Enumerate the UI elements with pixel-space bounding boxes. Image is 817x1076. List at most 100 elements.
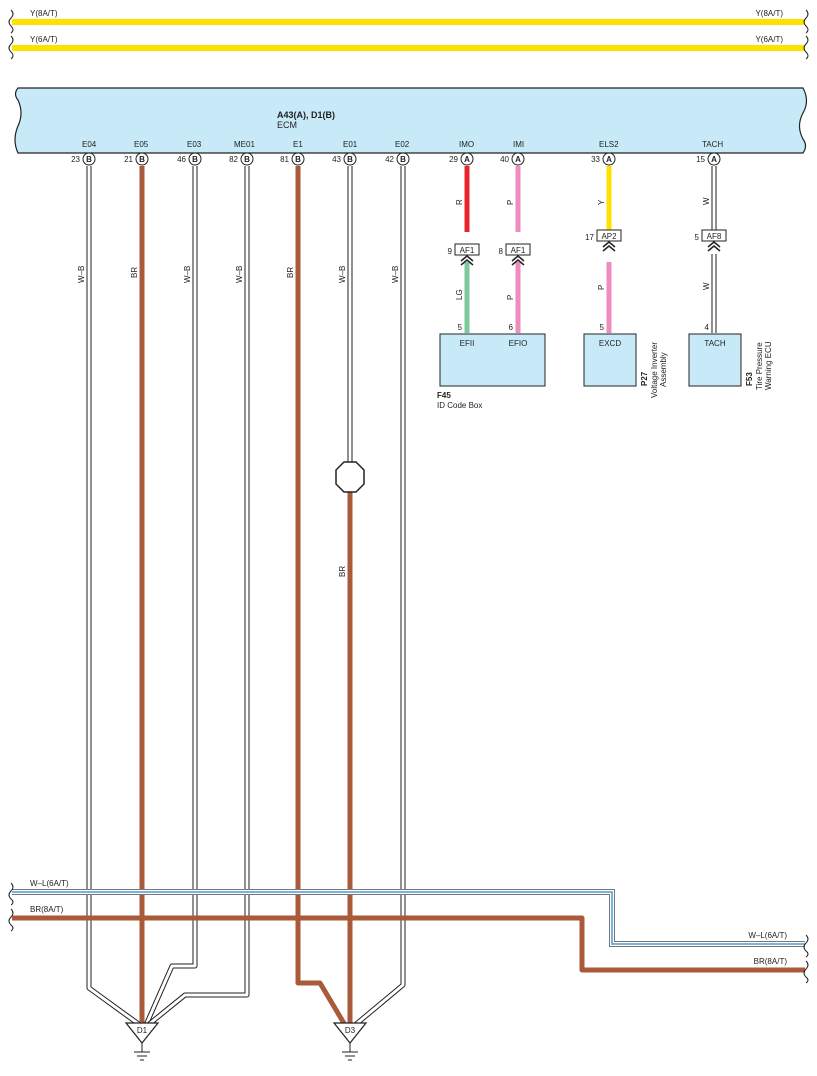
svg-text:ELS2: ELS2 <box>599 140 619 149</box>
svg-text:A: A <box>464 155 470 164</box>
svg-text:23: 23 <box>71 155 80 164</box>
ecm-subtitle: ECM <box>277 120 297 130</box>
svg-text:AF1: AF1 <box>511 246 526 255</box>
svg-text:AF8: AF8 <box>707 232 722 241</box>
brown-wires <box>139 166 353 1027</box>
wire-labels: W–B BR W–B W–B BR W–B W–B R P Y W LG P P… <box>77 197 711 577</box>
wire-label-splice: BR <box>338 566 347 577</box>
svg-text:E05: E05 <box>134 140 149 149</box>
ecm-pin-imo: IMO 29 A <box>449 140 474 166</box>
svg-text:A: A <box>515 155 521 164</box>
svg-text:EFIO: EFIO <box>509 339 528 348</box>
junction-af1-imo: 9 AF1 <box>448 243 480 266</box>
svg-text:B: B <box>347 155 353 164</box>
component-f45-name: ID Code Box <box>437 401 482 410</box>
ecm-pin-e04: E04 23 B <box>71 140 97 166</box>
svg-text:A: A <box>711 155 717 164</box>
wire-label-me01: W–B <box>235 266 244 283</box>
ecm-pin-e01: E01 43 B <box>332 140 358 166</box>
wire-label-tach: W <box>702 197 711 205</box>
ecm-pin-e03: E03 46 B <box>177 140 202 166</box>
junction-connectors: 9 AF1 8 AF1 17 AP2 5 AF8 <box>448 229 727 266</box>
component-p27-name-line2: Assembly <box>659 352 668 387</box>
ecm-pin-me01: ME01 82 B <box>229 140 255 166</box>
junction-af1-imi: 8 AF1 <box>499 243 531 266</box>
svg-text:33: 33 <box>591 155 600 164</box>
svg-text:IMO: IMO <box>459 140 474 149</box>
top-wire-2-left-label: Y(6A/T) <box>30 35 58 44</box>
wire-label-e1: BR <box>286 267 295 278</box>
svg-text:ME01: ME01 <box>234 140 255 149</box>
wire-label-excd: P <box>597 285 606 290</box>
svg-text:B: B <box>400 155 406 164</box>
svg-text:E04: E04 <box>82 140 97 149</box>
bottom-wire-br8at <box>8 908 809 984</box>
ecm-pin-imi: IMI 40 A <box>500 140 525 166</box>
svg-text:EFII: EFII <box>460 339 475 348</box>
svg-text:TACH: TACH <box>704 339 725 348</box>
bottom-wire-br-left-label: BR(8A/T) <box>30 905 64 914</box>
svg-text:E1: E1 <box>293 140 303 149</box>
ecm-pin-els2: ELS2 33 A <box>591 140 619 166</box>
ecm-pin-e05: E05 21 B <box>124 140 149 166</box>
wire-label-e03: W–B <box>183 266 192 283</box>
svg-text:B: B <box>86 155 92 164</box>
component-f53-name-line1: Tire Pressure <box>755 342 764 390</box>
svg-text:E01: E01 <box>343 140 358 149</box>
component-p27: 5 EXCD P27 Voltage Inverter Assembly <box>583 323 668 398</box>
component-f53: 4 TACH F53 Tire Pressure Warning ECU <box>688 323 773 390</box>
svg-text:21: 21 <box>124 155 133 164</box>
component-p27-name-line1: Voltage Inverter <box>650 342 659 398</box>
ground-d3: D3 <box>332 1022 368 1061</box>
svg-text:5: 5 <box>458 323 463 332</box>
svg-text:42: 42 <box>385 155 394 164</box>
ground-d1: D1 <box>124 1022 160 1061</box>
bottom-wire-wl-right-label: W–L(6A/T) <box>748 931 787 940</box>
svg-text:EXCD: EXCD <box>599 339 621 348</box>
svg-text:B: B <box>192 155 198 164</box>
svg-text:17: 17 <box>585 233 594 242</box>
wire-label-efio: P <box>506 295 515 300</box>
ecm-pin-e02: E02 42 B <box>385 140 410 166</box>
top-wire-y8at: Y(8A/T) Y(8A/T) <box>8 9 809 34</box>
svg-text:IMI: IMI <box>513 140 524 149</box>
svg-text:B: B <box>295 155 301 164</box>
junction-ap2-els2: 17 AP2 <box>585 229 622 252</box>
ecm-box: A43(A), D1(B) ECM <box>14 87 808 154</box>
bottom-wire-wl6at <box>8 882 809 958</box>
wire-label-tach-lower: W <box>702 282 711 290</box>
ecm-pin-e1: E1 81 B <box>280 140 305 166</box>
top-wire-1-right-label: Y(8A/T) <box>755 9 783 18</box>
svg-text:D3: D3 <box>345 1026 356 1035</box>
svg-text:15: 15 <box>696 155 705 164</box>
svg-text:29: 29 <box>449 155 458 164</box>
wire-label-imo: R <box>455 199 464 205</box>
top-wire-2-right-label: Y(6A/T) <box>755 35 783 44</box>
top-wire-y6at: Y(6A/T) Y(6A/T) <box>8 35 809 60</box>
junction-af8-tach: 5 AF8 <box>695 229 727 252</box>
svg-text:40: 40 <box>500 155 509 164</box>
signal-wires <box>464 166 612 333</box>
svg-text:A: A <box>606 155 612 164</box>
svg-text:5: 5 <box>695 233 700 242</box>
svg-text:81: 81 <box>280 155 289 164</box>
wire-label-efii: LG <box>455 289 464 300</box>
svg-text:AF1: AF1 <box>460 246 475 255</box>
ecm-terminals: E04 23 B E05 21 B E03 46 B ME01 82 B E1 … <box>71 140 723 166</box>
svg-text:E03: E03 <box>187 140 202 149</box>
svg-text:6: 6 <box>509 323 514 332</box>
component-f45: 5 6 EFII EFIO F45 ID Code Box <box>437 323 546 410</box>
component-f45-code: F45 <box>437 391 451 400</box>
svg-text:43: 43 <box>332 155 341 164</box>
ecm-pin-tach: TACH 15 A <box>696 140 723 166</box>
svg-text:TACH: TACH <box>702 140 723 149</box>
component-f53-name-line2: Warning ECU <box>764 341 773 390</box>
wire-label-e01: W–B <box>338 266 347 283</box>
component-f53-code: F53 <box>745 372 754 386</box>
wire-label-e02: W–B <box>391 266 400 283</box>
svg-text:D1: D1 <box>137 1026 148 1035</box>
svg-text:E02: E02 <box>395 140 410 149</box>
component-p27-code: P27 <box>640 371 649 386</box>
